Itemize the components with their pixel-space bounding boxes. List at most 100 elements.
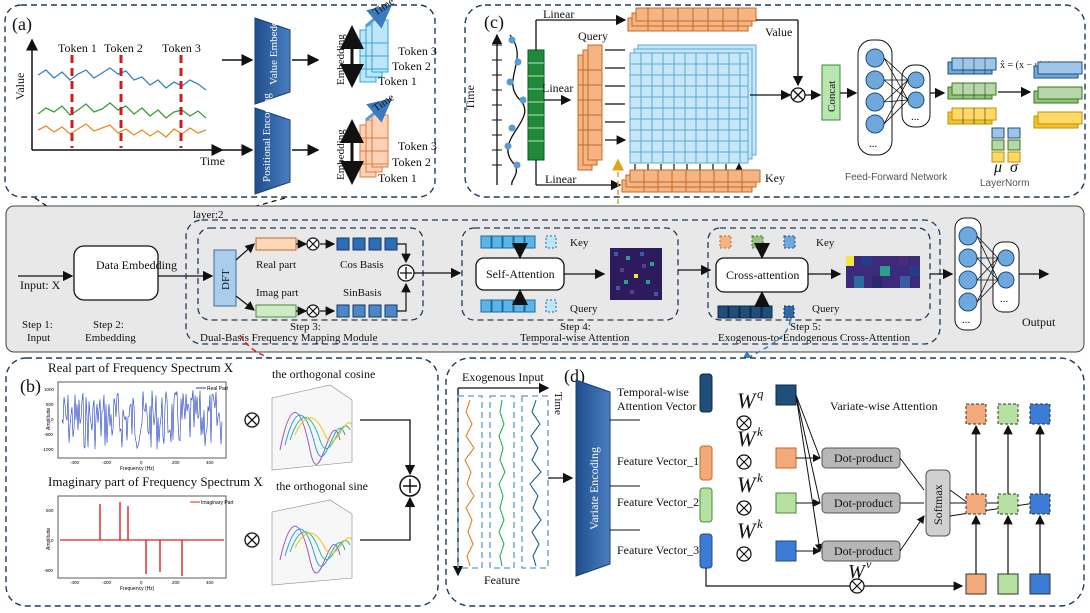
ffn-network: ... ... xyxy=(857,39,931,156)
data-embedding-block xyxy=(73,245,159,301)
imag-ytick-0: 500 xyxy=(46,508,54,513)
real-amp-label: Amplitude xyxy=(46,408,52,430)
feature-vector-1-label: Feature Vector_1 xyxy=(617,454,699,468)
step4b-label: Temporal-wise Attention xyxy=(520,332,630,344)
cross-attention-label: Cross-attention xyxy=(726,268,799,282)
panel-a: (a) Value Time Token 1 Token 2 Token 3 V… xyxy=(4,0,437,198)
output-label: Output xyxy=(1022,315,1056,329)
linear-label-bottom: Linear xyxy=(545,172,576,186)
data-embedding-label: Data Embedding xyxy=(96,258,177,272)
real-spectrum-plot: Real Part Amplitude Frequency (Hz) 1000 … xyxy=(42,381,228,472)
real-part-block xyxy=(255,237,297,251)
d-time-label: Time xyxy=(552,392,564,415)
real-ytick-1: 500 xyxy=(46,402,54,407)
wq-sup: q xyxy=(757,386,764,401)
step5-label: Step 5: xyxy=(790,321,821,333)
variate-encoding-block xyxy=(575,379,611,577)
positional-encoding-block xyxy=(254,107,291,195)
step2-label: Step 2: xyxy=(93,319,124,331)
step5b-label: Exogenous-to-Endogenous Cross-Attention xyxy=(718,332,911,344)
exogenous-input-label: Exogenous Input xyxy=(462,370,544,384)
sine-surface xyxy=(271,499,353,586)
c-time-label: Time xyxy=(463,85,477,110)
output-vector-2 xyxy=(997,403,1019,425)
exo-orange-series xyxy=(464,399,475,567)
layernorm-input xyxy=(947,57,997,125)
query-label-s5: Query xyxy=(812,303,840,315)
real-xtick-3: 200 xyxy=(172,460,180,465)
query-stack xyxy=(577,44,603,171)
exo-blue-series xyxy=(529,399,542,567)
cos-title: the orthogonal cosine xyxy=(272,367,375,381)
imag-amp-label: Amplitude xyxy=(46,528,52,550)
real-freq-label: Frequency (Hz) xyxy=(120,466,155,472)
wk2-letter: W xyxy=(737,472,757,497)
cross-attention-heatmap xyxy=(846,256,920,288)
imag-xtick-2: 0 xyxy=(140,580,143,585)
value-vector-2 xyxy=(997,573,1019,595)
key-label-c: Key xyxy=(765,171,785,185)
layer-label: layer:2 xyxy=(193,209,224,221)
dot-product-1-label: Dot-product xyxy=(834,451,893,465)
dot-product-2-label: Dot-product xyxy=(834,496,893,510)
temporal-vector-label-2: Attention Vector xyxy=(617,399,696,413)
self-attention-heatmap xyxy=(610,248,662,300)
value-vector-3 xyxy=(1029,573,1051,595)
wk3-letter: W xyxy=(737,518,757,543)
sin-basis-label: SinBasis xyxy=(343,287,382,299)
value-cube-stack xyxy=(359,19,389,83)
bottom-token-1: Token 1 xyxy=(378,171,417,185)
imag-xtick-1: -200 xyxy=(102,580,112,585)
feature-vector-2 xyxy=(699,487,713,523)
imag-freq-label: Frequency (Hz) xyxy=(120,586,155,592)
key-label-s4: Key xyxy=(570,237,589,249)
imag-xtick-3: 200 xyxy=(172,580,180,585)
query-label-c: Query xyxy=(578,29,608,43)
time-axis-label: Time xyxy=(200,154,225,168)
step4-label: Step 4: xyxy=(560,321,591,333)
value-embedding-block xyxy=(254,17,291,105)
real-legend: Real Part xyxy=(207,386,228,392)
wq-letter: W xyxy=(737,388,757,413)
bottom-token-3: Token 3 xyxy=(398,139,437,153)
imag-spectrum-title: Imaginary part of Frequency Spectrum X xyxy=(48,474,263,489)
wq-weight: W q xyxy=(736,386,764,431)
step1-label: Step 1: xyxy=(22,319,53,331)
input-label: Input: X xyxy=(20,278,61,292)
sin-title: the orthogonal sine xyxy=(276,479,368,493)
attention-grid xyxy=(629,44,757,164)
layernorm-output xyxy=(1033,61,1083,129)
linear-label-top: Linear xyxy=(543,7,574,21)
concat-label: Concat xyxy=(826,81,838,112)
value-label-c: Value xyxy=(765,25,792,39)
cosine-surface xyxy=(271,384,353,471)
step1b-label: Input xyxy=(27,332,50,344)
value-embedding-label: Value Embedding xyxy=(268,6,280,85)
softmax-label: Softmax xyxy=(931,484,945,525)
value-vector-1 xyxy=(965,573,987,595)
weighted-2 xyxy=(997,493,1019,515)
self-attention-label: Self-Attention xyxy=(486,267,555,281)
value-axis-label: Value xyxy=(13,73,27,100)
key-stack xyxy=(621,169,761,193)
wv-sup: v xyxy=(866,557,872,571)
real-xtick-4: 400 xyxy=(206,460,214,465)
ffn-label: Feed-Forward Network xyxy=(845,172,948,183)
output-network: ... ... xyxy=(954,217,1020,331)
wk1-letter: W xyxy=(737,426,757,451)
token-2-label: Token 2 xyxy=(104,41,143,55)
query-cubes-s5 xyxy=(717,305,795,319)
ffn-dots-1: ... xyxy=(869,138,878,150)
output-vector-3 xyxy=(1029,403,1051,425)
top-token-1: Token 1 xyxy=(378,74,417,88)
temporal-vector xyxy=(699,373,713,413)
output-dots-2: ... xyxy=(1000,293,1009,305)
real-ytick-2: 0 xyxy=(51,417,54,422)
weighted-3 xyxy=(1029,493,1051,515)
token-3-label: Token 3 xyxy=(162,41,201,55)
imag-part-block xyxy=(255,304,297,318)
wk3-sup: k xyxy=(757,516,763,531)
panel-a-label: (a) xyxy=(12,14,32,35)
real-ytick-0: 1000 xyxy=(44,387,55,392)
